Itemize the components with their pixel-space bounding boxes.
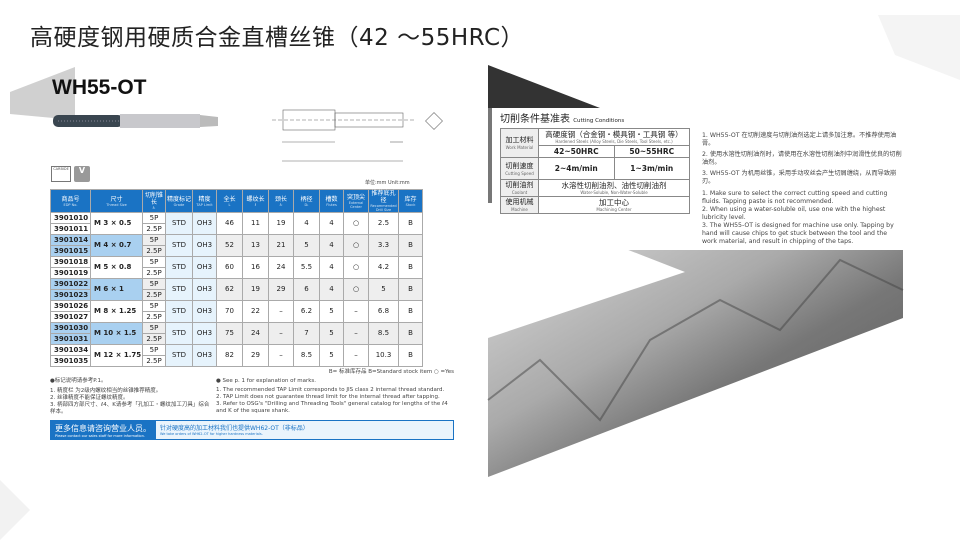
page-title: 高硬度钢用硬质合金直槽丝锥（42 ～55HRC） [30,25,525,51]
mountain-ridge [487,258,904,422]
decor-dark-triangle [488,65,600,108]
notes-en: ● See p. 1 for explanation of marks. 1. … [216,378,448,414]
notes-cn: ●标记说明请参考P.1。 1. 精度栏 为2级内螺纹相当的丝锥推荐精度。 2. … [50,378,210,415]
tap-image [53,114,218,128]
v-badge: V [74,166,90,182]
cutting-title: 切削条件基准表 Cutting Conditions [500,114,625,125]
cutting-notes: 1. WH55-OT 在切削速度与切削油剂选定上请多加注意。不推荐使用油膏。 2… [702,132,902,245]
unit-label: 单位:mm Unit:mm [365,180,410,186]
legend-row: B= 标准库存品 B=Standard stock item ○ =Yes [50,369,460,376]
decor-arrow-top-right [878,15,960,80]
tap-dimension-drawing [272,109,443,162]
carbide-badge: CARBIDE [51,166,71,182]
decor-arrow-bottom-left [0,480,30,540]
info-banner: 更多信息请咨询营业人员。Please contact our sales sta… [50,420,454,440]
decor-strip [488,108,492,203]
model-name: WH55-OT [52,76,147,99]
mountain-photo [488,230,903,477]
decor-arrow-left [10,67,75,120]
notes-row: ●标记说明请参考P.1。 1. 精度栏 为2级内螺纹相当的丝锥推荐精度。 2. … [50,378,460,416]
stock-legend: B= 标准库存品 B=Standard stock item ○ =Yes [328,369,454,375]
badges: CARBIDE V [51,166,90,182]
